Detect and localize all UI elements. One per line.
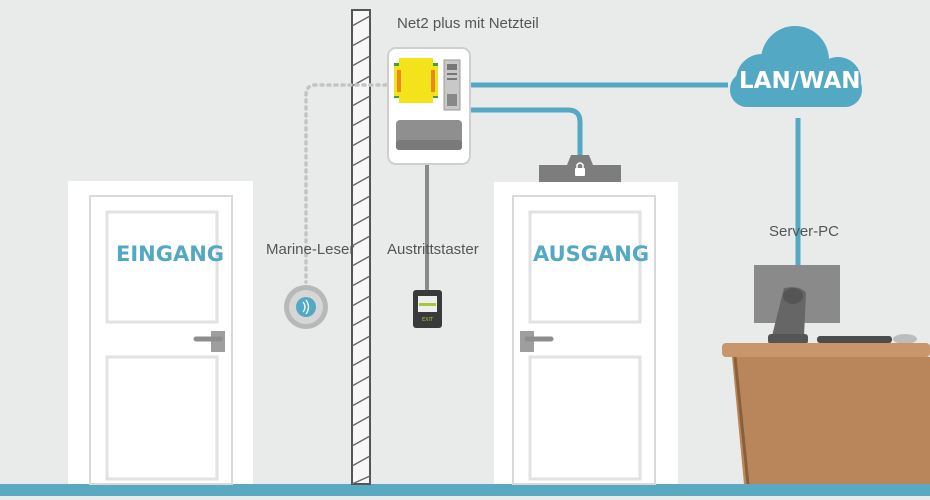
- electric-lock: [539, 155, 621, 182]
- controller-label: Net2 plus mit Netzteil: [397, 15, 539, 32]
- exit-button-text: EXIT: [422, 317, 434, 323]
- mouse: [893, 334, 917, 344]
- keyboard: [817, 336, 892, 343]
- door-left-title: EINGANG: [116, 242, 225, 266]
- door-left: [68, 181, 253, 485]
- server-monitor: [754, 265, 840, 344]
- exit-button-label: Austrittstaster: [387, 241, 479, 258]
- server-label: Server-PC: [769, 223, 840, 240]
- lock-icon: [575, 168, 585, 176]
- door-right-title: AUSGANG: [533, 242, 650, 266]
- reader-label: Marine-Leser: [266, 241, 355, 258]
- exit-button-device: EXIT: [413, 290, 442, 328]
- lock-cable: [470, 107, 583, 165]
- net2-controller: [387, 47, 471, 165]
- desk: [722, 343, 930, 485]
- reader-cable: [304, 83, 388, 284]
- network-cables: [470, 82, 801, 268]
- floor-line: [0, 484, 930, 496]
- network-label: LAN/WAN: [739, 68, 861, 94]
- marine-reader: [284, 285, 328, 329]
- cloud-icon: [730, 26, 862, 107]
- door-right: [494, 182, 678, 485]
- wall: [351, 9, 371, 485]
